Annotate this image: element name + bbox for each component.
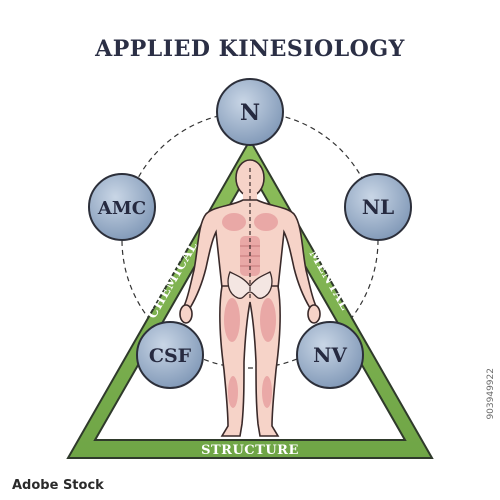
side-label-structure: STRUCTURE	[201, 443, 299, 458]
stock-footer: Adobe Stock	[0, 472, 500, 500]
page-title: APPLIED KINESIOLOGY	[95, 36, 405, 62]
node-csf: CSF	[136, 321, 204, 389]
node-nl-circle	[344, 173, 412, 241]
node-amc: AMC	[88, 173, 156, 241]
node-n: N	[216, 78, 284, 146]
node-amc-label: AMC	[97, 198, 146, 219]
node-csf-circle	[136, 321, 204, 389]
node-amc-circle	[88, 173, 156, 241]
node-nl: NL	[344, 173, 412, 241]
node-n-circle	[216, 78, 284, 146]
node-nv-circle	[296, 321, 364, 389]
node-nl-label: NL	[362, 195, 394, 219]
node-n-label: N	[240, 100, 260, 126]
triangle-frame	[66, 137, 434, 459]
node-nv: NV	[296, 321, 364, 389]
stock-id-watermark: 903949922	[486, 368, 496, 420]
pelvis-bone	[227, 271, 273, 299]
node-csf-label: CSF	[149, 345, 192, 367]
stock-logo: Adobe Stock	[12, 478, 104, 493]
body-right-hand	[307, 304, 321, 324]
human-body-figure	[179, 159, 321, 437]
body-left-hand	[179, 304, 193, 324]
node-nv-label: NV	[313, 343, 347, 367]
